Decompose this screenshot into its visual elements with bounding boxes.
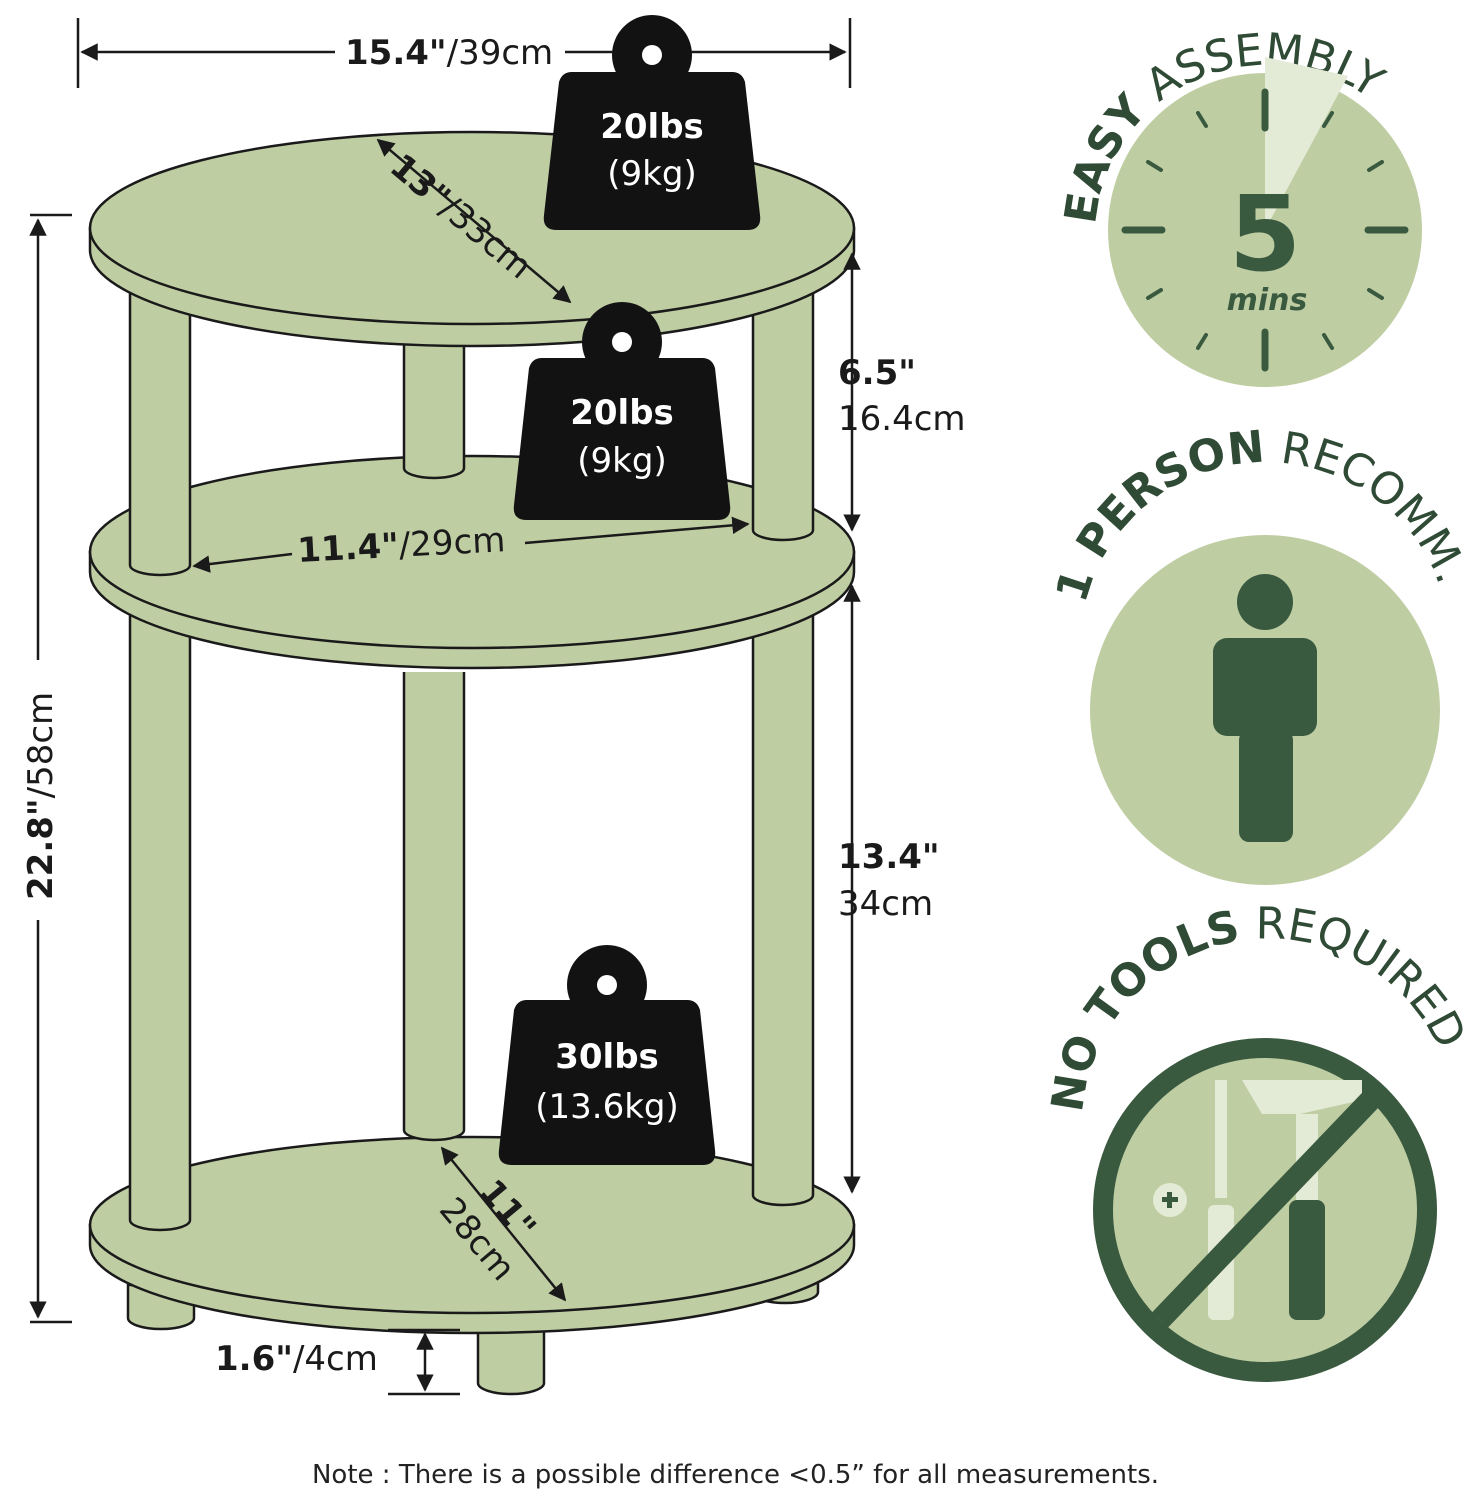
weight-bottom-kg: (13.6kg) — [535, 1087, 679, 1127]
no-slash — [1152, 1082, 1388, 1328]
post-back-lower — [402, 672, 466, 1142]
weight-bottom: 30lbs (13.6kg) — [498, 945, 716, 1165]
weight-middle-kg: (9kg) — [577, 441, 666, 481]
assembly-minutes: 5 — [1229, 173, 1301, 295]
plus-icon — [1153, 1183, 1187, 1217]
post-left-lower — [128, 615, 192, 1232]
weight-top: 20lbs (9kg) — [543, 15, 761, 230]
middle-width-label: 11.4"/29cm — [296, 520, 506, 571]
weight-bottom-lbs: 30lbs — [555, 1037, 659, 1077]
upper-gap-cm: 16.4cm — [838, 399, 966, 439]
upper-gap-in: 6.5" — [838, 353, 916, 393]
badge-easy-assembly: EASY ASSEMBLY 5 mins — [1055, 24, 1422, 387]
weight-top-kg: (9kg) — [607, 154, 696, 194]
post-right-upper — [751, 250, 815, 542]
badge-one-person: 1 PERSON RECOMM. — [1046, 421, 1471, 885]
assembly-unit: mins — [1227, 283, 1308, 318]
width-label: 15.4"/39cm — [345, 33, 553, 73]
clock-ticks — [1121, 88, 1409, 372]
middle-shelf — [88, 454, 856, 670]
post-left-upper — [128, 250, 192, 577]
post-right-lower — [751, 610, 815, 1207]
person-icon — [1213, 574, 1317, 842]
weight-top-lbs: 20lbs — [600, 107, 704, 147]
dimension-lines — [29, 18, 861, 1396]
measurement-note: Note : There is a possible difference <0… — [311, 1460, 1160, 1490]
lower-gap-in: 13.4" — [838, 837, 940, 877]
weight-middle-lbs: 20lbs — [570, 393, 674, 433]
hammer-icon — [1242, 1080, 1362, 1320]
height-label: 22.8"/58cm — [21, 692, 61, 900]
lower-gap-cm: 34cm — [838, 884, 933, 924]
badge-no-tools: NO TOOLS REQUIRED — [1042, 898, 1471, 1382]
foot-label: 1.6"/4cm — [215, 1339, 378, 1379]
clock-wedge — [1265, 57, 1348, 230]
weight-middle: 20lbs (9kg) — [513, 302, 731, 520]
